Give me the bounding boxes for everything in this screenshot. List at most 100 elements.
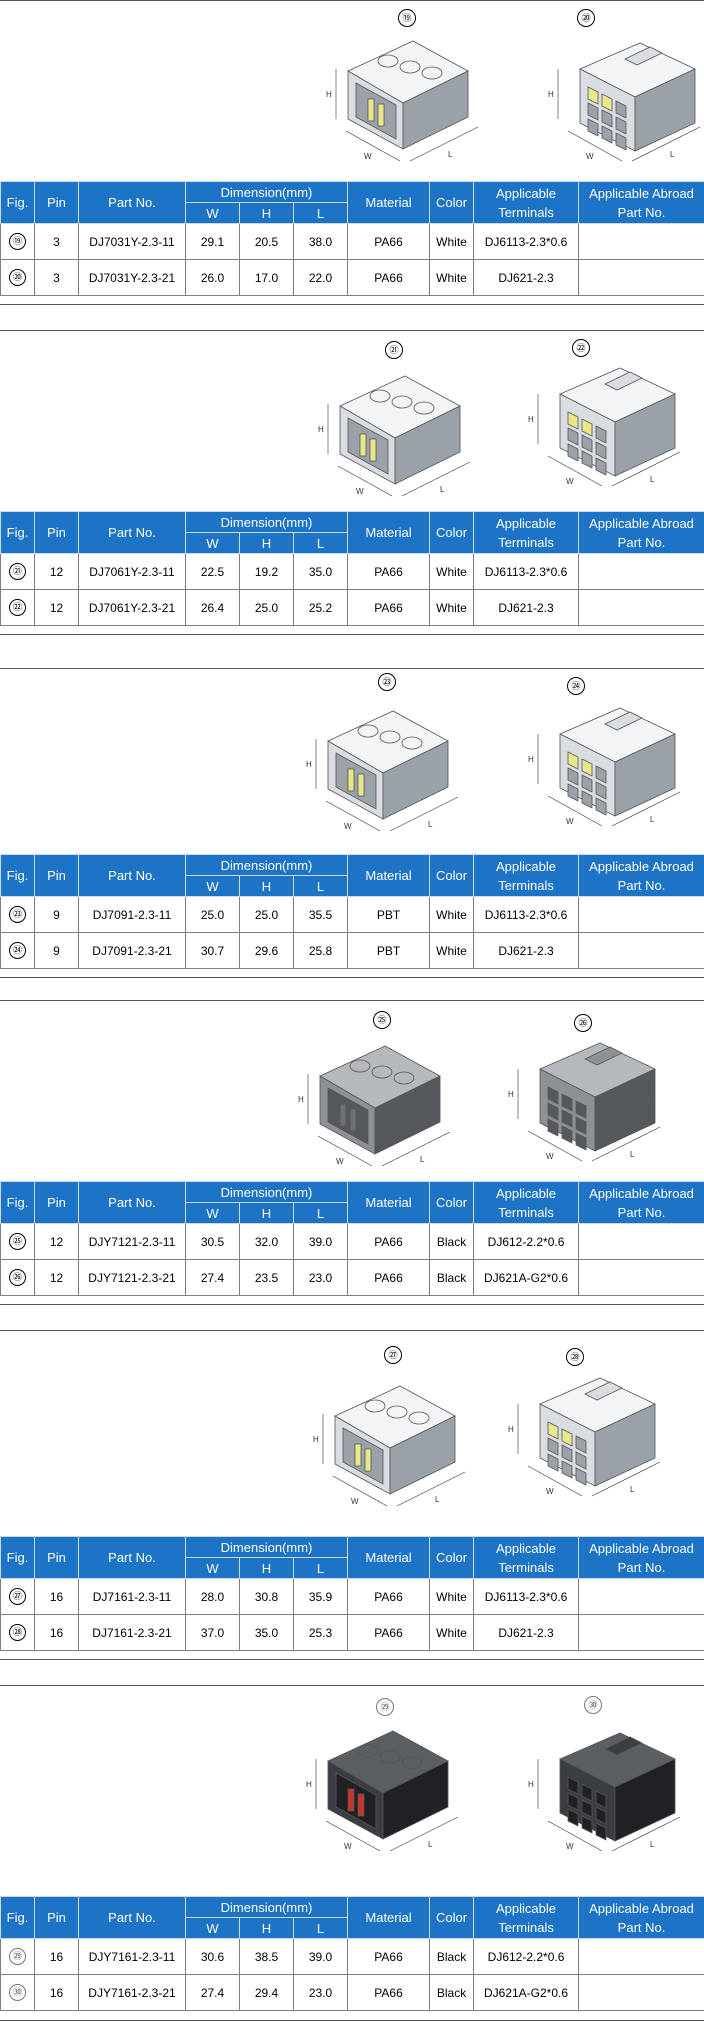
dim-w-label: W <box>566 817 574 826</box>
part-no-cell: DJ7161-2.3-11 <box>78 1578 186 1615</box>
abroad-part-cell <box>578 553 704 590</box>
height-cell: 32.0 <box>239 1223 294 1260</box>
height-cell: 25.0 <box>239 896 294 933</box>
header-abroad-part-no: Applicable Abroad Part No. <box>578 511 704 554</box>
width-cell: 27.4 <box>185 1974 240 2011</box>
width-cell: 29.1 <box>185 223 240 260</box>
color-cell: White <box>429 259 475 296</box>
part-no-cell: DJY7121-2.3-21 <box>78 1259 186 1296</box>
dim-h-label: H <box>306 760 312 769</box>
header-w: W <box>185 532 240 554</box>
figure-number: ㉙ <box>376 1698 394 1716</box>
pin-cell: 16 <box>34 1938 79 1975</box>
dim-h-label: H <box>528 755 534 764</box>
material-cell: PA66 <box>347 1259 431 1296</box>
dim-l-label: L <box>650 475 655 484</box>
header-abroad-part-no: Applicable Abroad Part No. <box>578 854 704 897</box>
terminals-cell: DJ6113-2.3*0.6 <box>473 553 580 590</box>
header-h: H <box>239 202 294 224</box>
terminals-cell: DJ621A-G2*0.6 <box>473 1974 580 2011</box>
material-cell: PA66 <box>347 223 431 260</box>
length-cell: 23.0 <box>292 1259 349 1296</box>
figure-number: ⑳ <box>577 9 595 27</box>
dim-h-label: H <box>313 1435 319 1444</box>
header-pin: Pin <box>34 1896 79 1939</box>
header-h: H <box>239 1917 294 1939</box>
color-cell: White <box>429 223 475 260</box>
dim-w-label: W <box>356 487 364 496</box>
receptacle-drawing: H W L <box>528 707 681 827</box>
terminals-cell: DJ621-2.3 <box>473 1614 580 1651</box>
figure-number: ㉖ <box>574 1014 592 1032</box>
dim-l-label: L <box>448 150 453 159</box>
color-cell: White <box>429 589 475 626</box>
terminals-cell: DJ612-2.2*0.6 <box>473 1223 580 1260</box>
height-cell: 38.5 <box>239 1938 294 1975</box>
header-dimension: Dimension(mm) <box>184 181 349 203</box>
figure-number: ㉗ <box>384 1346 402 1364</box>
header-part-no: Part No. <box>78 1896 186 1939</box>
color-cell: White <box>429 932 475 969</box>
header-l: L <box>292 1557 349 1579</box>
width-cell: 26.4 <box>185 589 240 626</box>
fig-number-badge: ㉒ <box>9 599 26 616</box>
dim-w-label: W <box>546 1487 554 1496</box>
header-color: Color <box>429 181 475 224</box>
figure-number: ㉕ <box>373 1011 391 1029</box>
header-material: Material <box>347 511 431 554</box>
dim-l-label: L <box>650 815 655 824</box>
width-cell: 30.7 <box>185 932 240 969</box>
length-cell: 38.0 <box>292 223 349 260</box>
header-w: W <box>185 1917 240 1939</box>
height-cell: 17.0 <box>239 259 294 296</box>
header-pin: Pin <box>34 181 79 224</box>
figure-number: ㉔ <box>567 677 585 695</box>
color-cell: Black <box>429 1974 475 2011</box>
dim-w-label: W <box>364 152 372 161</box>
height-cell: 25.0 <box>239 589 294 626</box>
abroad-part-cell <box>578 589 704 626</box>
length-cell: 25.3 <box>292 1614 349 1651</box>
part-no-cell: DJ7031Y-2.3-11 <box>78 223 186 260</box>
part-no-cell: DJ7061Y-2.3-11 <box>78 553 186 590</box>
header-applicable-terminals: Applicable Terminals <box>473 1896 580 1939</box>
abroad-part-cell <box>578 1223 704 1260</box>
pin-cell: 3 <box>34 259 79 296</box>
header-dimension: Dimension(mm) <box>184 1181 349 1203</box>
abroad-part-cell <box>578 1614 704 1651</box>
material-cell: PA66 <box>347 1578 431 1615</box>
pin-cell: 9 <box>34 896 79 933</box>
width-cell: 28.0 <box>185 1578 240 1615</box>
fig-number-badge: ㉑ <box>9 563 26 580</box>
dim-w-label: W <box>344 822 352 831</box>
height-cell: 23.5 <box>239 1259 294 1296</box>
dim-w-label: W <box>344 1842 352 1851</box>
length-cell: 39.0 <box>292 1938 349 1975</box>
fig-number-badge: ⑳ <box>9 269 26 286</box>
header-h: H <box>239 1557 294 1579</box>
abroad-part-cell <box>578 932 704 969</box>
header-l: L <box>292 1202 349 1224</box>
fig-number-badge: ㉚ <box>9 1984 26 2001</box>
pin-cell: 9 <box>34 932 79 969</box>
header-pin: Pin <box>34 511 79 554</box>
header-abroad-part-no: Applicable Abroad Part No. <box>578 1536 704 1579</box>
color-cell: Black <box>429 1938 475 1975</box>
height-cell: 35.0 <box>239 1614 294 1651</box>
